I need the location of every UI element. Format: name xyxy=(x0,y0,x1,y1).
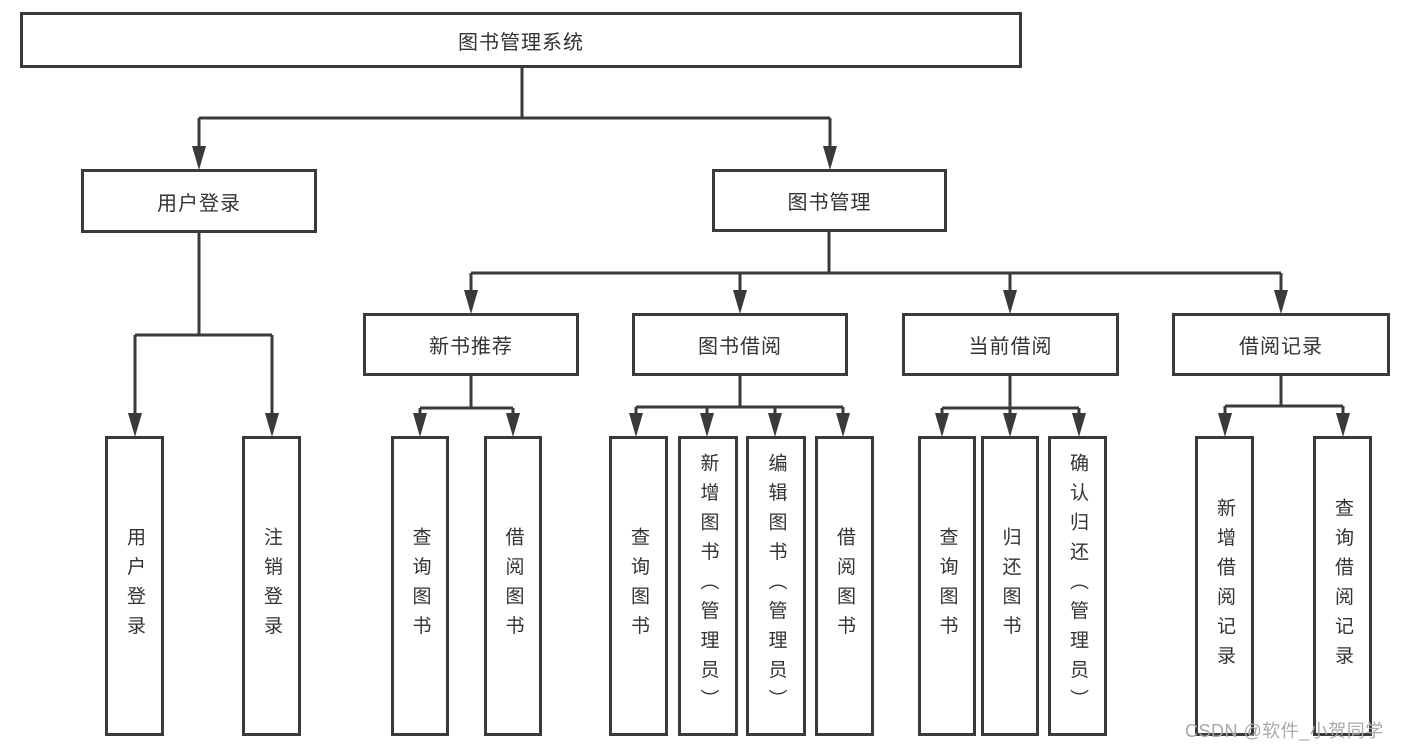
node-root: 图书管理系统 xyxy=(20,12,1022,68)
leaf-add-book-admin: 新增图书（管理员） xyxy=(678,436,738,736)
watermark: CSDN @软件_小贺同学 xyxy=(1185,721,1384,741)
leaf-recommend-borrow-books: 借阅图书 xyxy=(484,436,542,736)
leaf-add-book-admin-label: 新增图书（管理员） xyxy=(697,453,719,719)
node-root-label: 图书管理系统 xyxy=(458,31,584,54)
leaf-logout-label: 注销登录 xyxy=(261,527,282,645)
leaf-return-book-label: 归还图书 xyxy=(999,527,1021,645)
node-new-book-recommend-label: 新书推荐 xyxy=(429,336,513,358)
leaf-user-login-label: 用户登录 xyxy=(124,527,145,645)
leaf-borrow-borrow-books-label: 借阅图书 xyxy=(834,527,855,645)
leaf-query-borrow-record: 查询借阅记录 xyxy=(1313,436,1372,736)
node-book-management-label: 图书管理 xyxy=(787,192,872,214)
node-book-borrow-label: 图书借阅 xyxy=(698,336,782,358)
node-current-borrow-label: 当前借阅 xyxy=(968,336,1053,358)
leaf-edit-book-admin: 编辑图书（管理员） xyxy=(746,436,806,736)
node-book-management: 图书管理 xyxy=(712,169,947,232)
leaf-confirm-return-admin: 确认归还（管理员） xyxy=(1048,436,1107,736)
leaf-add-borrow-record-label: 新增借阅记录 xyxy=(1214,497,1235,675)
leaf-borrow-query-books: 查询图书 xyxy=(609,436,668,736)
node-borrow-records-label: 借阅记录 xyxy=(1239,336,1323,358)
leaf-recommend-borrow-books-label: 借阅图书 xyxy=(502,527,524,645)
node-borrow-records: 借阅记录 xyxy=(1172,313,1390,376)
leaf-add-borrow-record: 新增借阅记录 xyxy=(1195,436,1254,736)
node-current-borrow: 当前借阅 xyxy=(902,313,1119,376)
node-new-book-recommend: 新书推荐 xyxy=(363,313,579,376)
leaf-user-login: 用户登录 xyxy=(105,436,164,736)
leaf-current-query-books: 查询图书 xyxy=(918,436,976,736)
leaf-confirm-return-admin-label: 确认归还（管理员） xyxy=(1067,453,1088,719)
node-user-login-label: 用户登录 xyxy=(157,192,241,215)
leaf-recommend-query-books-label: 查询图书 xyxy=(409,527,431,645)
leaf-current-query-books-label: 查询图书 xyxy=(936,527,958,645)
node-user-login: 用户登录 xyxy=(81,169,317,233)
leaf-logout: 注销登录 xyxy=(242,436,301,736)
leaf-edit-book-admin-label: 编辑图书（管理员） xyxy=(765,453,787,719)
leaf-borrow-query-books-label: 查询图书 xyxy=(628,527,649,645)
leaf-recommend-query-books: 查询图书 xyxy=(391,436,449,736)
leaf-return-book: 归还图书 xyxy=(981,436,1039,736)
arrowheads xyxy=(128,146,1350,437)
leaf-borrow-borrow-books: 借阅图书 xyxy=(815,436,874,736)
leaf-query-borrow-record-label: 查询借阅记录 xyxy=(1332,497,1353,675)
node-book-borrow: 图书借阅 xyxy=(632,313,848,376)
